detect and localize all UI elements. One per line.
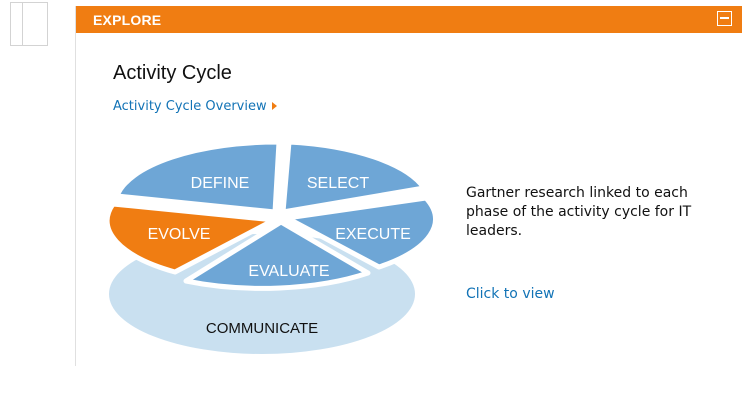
panel-title: EXPLORE (93, 11, 162, 28)
label-define: DEFINE (191, 175, 250, 192)
segment-execute[interactable] (284, 195, 438, 270)
side-tab[interactable] (10, 2, 48, 46)
segment-select[interactable] (280, 139, 427, 215)
label-communicate: COMMUNICATE (206, 320, 318, 337)
activity-cycle-diagram: DEFINE SELECT EXECUTE EVOLVE EVALUATE CO… (104, 139, 438, 354)
segment-evaluate[interactable] (183, 219, 371, 291)
label-select: SELECT (307, 175, 369, 192)
label-execute: EXECUTE (335, 226, 411, 243)
triangle-right-icon (271, 102, 277, 110)
label-evaluate: EVALUATE (248, 263, 329, 280)
minus-box-icon[interactable] (717, 11, 732, 26)
overview-link[interactable]: Activity Cycle Overview (113, 99, 277, 114)
segment-define[interactable] (114, 139, 282, 215)
overview-link-label: Activity Cycle Overview (113, 99, 267, 114)
label-evolve: EVOLVE (148, 226, 211, 243)
section-title: Activity Cycle (113, 62, 232, 84)
panel-header: EXPLORE (76, 6, 742, 33)
side-tab-divider (22, 3, 23, 45)
segment-evolve[interactable] (104, 201, 277, 275)
panel-border (75, 6, 76, 366)
click-to-view-link[interactable]: Click to view (466, 286, 555, 302)
description-text: Gartner research linked to each phase of… (466, 185, 692, 239)
